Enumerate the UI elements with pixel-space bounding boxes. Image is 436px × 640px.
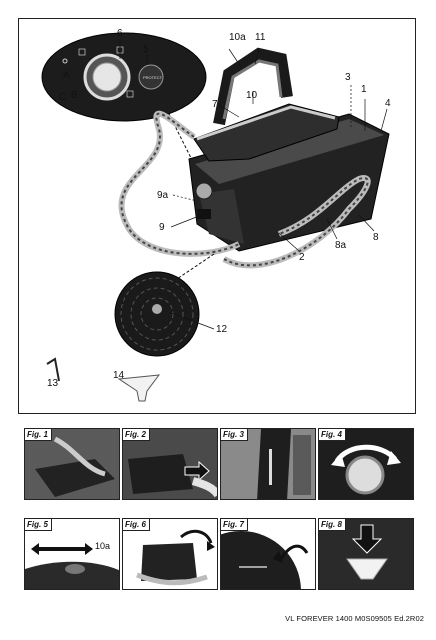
protect-button-label: PROTECT <box>143 75 163 80</box>
figure-label: Fig. 6 <box>123 519 150 531</box>
figure-label: Fig. 8 <box>319 519 346 531</box>
figure-2: Fig. 2 <box>122 428 218 500</box>
figure-7: Fig. 7 <box>220 518 316 590</box>
steam-generator-drawing: PROTECT <box>41 32 390 402</box>
figure-1: Fig. 1 <box>24 428 120 500</box>
fig5-callout-10a: 10a <box>95 541 111 551</box>
callout-12: 12 <box>216 324 228 335</box>
callout-7: 7 <box>212 99 218 110</box>
callout-9: 9 <box>159 222 165 233</box>
callout-6: 6 <box>117 28 123 39</box>
callout-B: B <box>71 90 78 101</box>
main-illustration-panel: PROTECT <box>18 18 416 414</box>
callout-8a: 8a <box>335 240 347 251</box>
callout-10: 10 <box>246 90 258 101</box>
callout-A: A <box>63 70 70 81</box>
figure-label: Fig. 4 <box>319 429 346 441</box>
figure-5: Fig. 5 10a <box>24 518 120 590</box>
callout-5: 5 <box>143 44 149 55</box>
callout-C: C <box>59 92 67 103</box>
callout-8: 8 <box>373 232 379 243</box>
callout-11: 11 <box>255 32 266 43</box>
hex-key-icon <box>46 357 60 382</box>
document-reference: VL FOREVER 1400 M0S09505 Ed.2R02 <box>285 614 424 623</box>
figure-4: Fig. 4 <box>318 428 414 500</box>
funnel-icon <box>117 374 161 402</box>
figure-label: Fig. 2 <box>123 429 150 441</box>
callout-10a: 10a <box>229 32 246 43</box>
figure-label: Fig. 5 <box>25 519 52 531</box>
callout-3: 3 <box>345 72 351 83</box>
figure-3: Fig. 3 <box>220 428 316 500</box>
callout-14: 14 <box>113 370 125 381</box>
callout-9a: 9a <box>157 190 169 201</box>
figure-label: Fig. 3 <box>221 429 248 441</box>
figure-label: Fig. 1 <box>25 429 52 441</box>
callout-2: 2 <box>299 252 305 263</box>
figure-label: Fig. 7 <box>221 519 248 531</box>
callout-4: 4 <box>385 98 391 109</box>
figure-8: Fig. 8 <box>318 518 414 590</box>
figure-6: Fig. 6 <box>122 518 218 590</box>
callout-13: 13 <box>47 378 59 389</box>
callout-1: 1 <box>361 84 367 95</box>
